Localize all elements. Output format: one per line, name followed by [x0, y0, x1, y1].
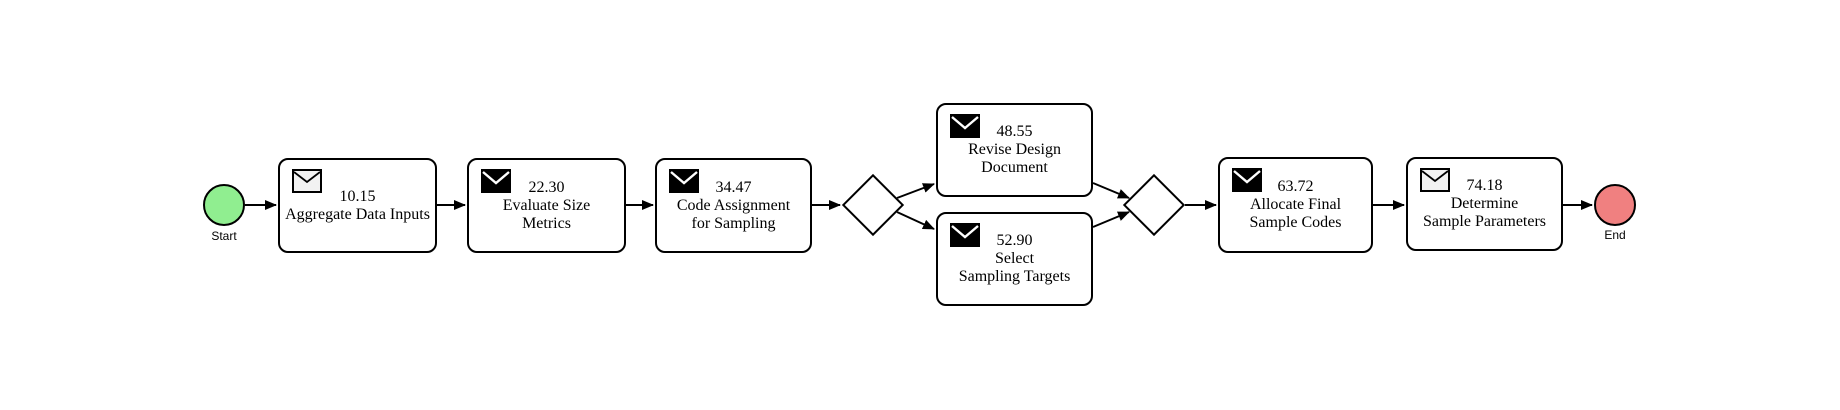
task-value: 22.30 — [528, 178, 565, 196]
message-envelope-dark-icon — [1232, 168, 1262, 192]
task-name-line: Aggregate Data Inputs — [285, 205, 430, 223]
task-value: 52.90 — [996, 232, 1033, 249]
start-event-label: Start — [211, 229, 237, 243]
task-name-line: for Sampling — [691, 214, 776, 232]
task-label: 22.30 Evaluate Size Metrics — [469, 160, 624, 251]
message-envelope-dark-icon — [669, 169, 699, 193]
flow-arrow — [896, 211, 935, 230]
task-label: 52.90 Select Sampling Targets — [938, 214, 1091, 304]
task-name-line: Revise Design — [968, 141, 1061, 158]
end-event-label: End — [1604, 228, 1626, 242]
task-select-sampling-targets[interactable]: 52.90 Select Sampling Targets — [936, 212, 1093, 306]
task-revise-design-document[interactable]: 48.55 Revise Design Document — [936, 103, 1093, 197]
task-name-line: Metrics — [522, 214, 571, 232]
task-value: 34.47 — [715, 178, 752, 196]
message-envelope-light-icon — [292, 169, 322, 193]
task-name-line: Sample Codes — [1249, 214, 1342, 231]
task-label: 34.47 Code Assignment for Sampling — [657, 160, 810, 251]
task-evaluate-size-metrics[interactable]: 22.30 Evaluate Size Metrics — [467, 158, 626, 253]
task-label: 74.18 Determine Sample Parameters — [1408, 159, 1561, 249]
message-envelope-dark-icon — [950, 114, 980, 138]
task-value: 63.72 — [1277, 178, 1314, 195]
start-event[interactable] — [203, 184, 245, 226]
task-name-line: Sample Parameters — [1422, 213, 1547, 230]
flow-arrow — [896, 183, 935, 199]
message-envelope-dark-icon — [950, 223, 980, 247]
task-name-line: Select — [994, 250, 1035, 267]
task-value: 48.55 — [996, 123, 1033, 140]
task-code-assignment-for-sampling[interactable]: 34.47 Code Assignment for Sampling — [655, 158, 812, 253]
task-label: 10.15 Aggregate Data Inputs — [280, 160, 435, 251]
task-name-line: Evaluate Size — [502, 196, 591, 214]
task-label: 63.72 Allocate Final Sample Codes — [1220, 159, 1371, 251]
task-determine-sample-parameters[interactable]: 74.18 Determine Sample Parameters — [1406, 157, 1563, 251]
task-name-line: Code Assignment — [676, 196, 791, 214]
task-name-line: Document — [981, 159, 1048, 176]
task-name-line: Determine — [1450, 195, 1519, 212]
end-event[interactable] — [1594, 184, 1636, 226]
task-label: 48.55 Revise Design Document — [938, 105, 1091, 195]
message-envelope-dark-icon — [481, 169, 511, 193]
task-value: 74.18 — [1466, 177, 1503, 194]
task-name-line: Sampling Targets — [958, 268, 1071, 285]
task-allocate-final-sample-codes[interactable]: 63.72 Allocate Final Sample Codes — [1218, 157, 1373, 253]
task-aggregate-data-inputs[interactable]: 10.15 Aggregate Data Inputs — [278, 158, 437, 253]
flow-arrow — [1092, 182, 1130, 199]
task-name-line: Allocate Final — [1249, 196, 1342, 213]
flow-arrow — [1092, 211, 1130, 228]
task-value: 10.15 — [339, 187, 376, 205]
message-envelope-light-icon — [1420, 168, 1450, 192]
